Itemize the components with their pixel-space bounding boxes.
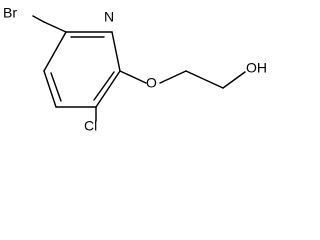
bond-c3-c2 (43, 70, 57, 108)
bond-ch2-oh (222, 71, 246, 89)
nitrogen-label: N (104, 9, 114, 25)
bond-o-ch2 (159, 70, 187, 84)
bond-c2-c6 (43, 31, 67, 72)
bond-n-c5 (111, 31, 121, 72)
bond-ch2-ch2 (185, 70, 224, 89)
bond-c3-c2-inner (50, 72, 62, 102)
bond-c2-c1 (43, 21, 67, 33)
bromine-label: Br (3, 5, 17, 21)
bond-c5-c4-inner (93, 71, 115, 101)
chlorine-label: Cl (84, 118, 97, 134)
bond-ring-o (119, 70, 147, 84)
bond-c5-c4 (95, 70, 121, 108)
hydroxyl-label: OH (246, 60, 267, 76)
ether-oxygen-label: O (146, 75, 157, 91)
chemical-structure-diagram: Br N Cl O OH (3, 5, 267, 134)
bond-ring-br (32, 15, 45, 23)
